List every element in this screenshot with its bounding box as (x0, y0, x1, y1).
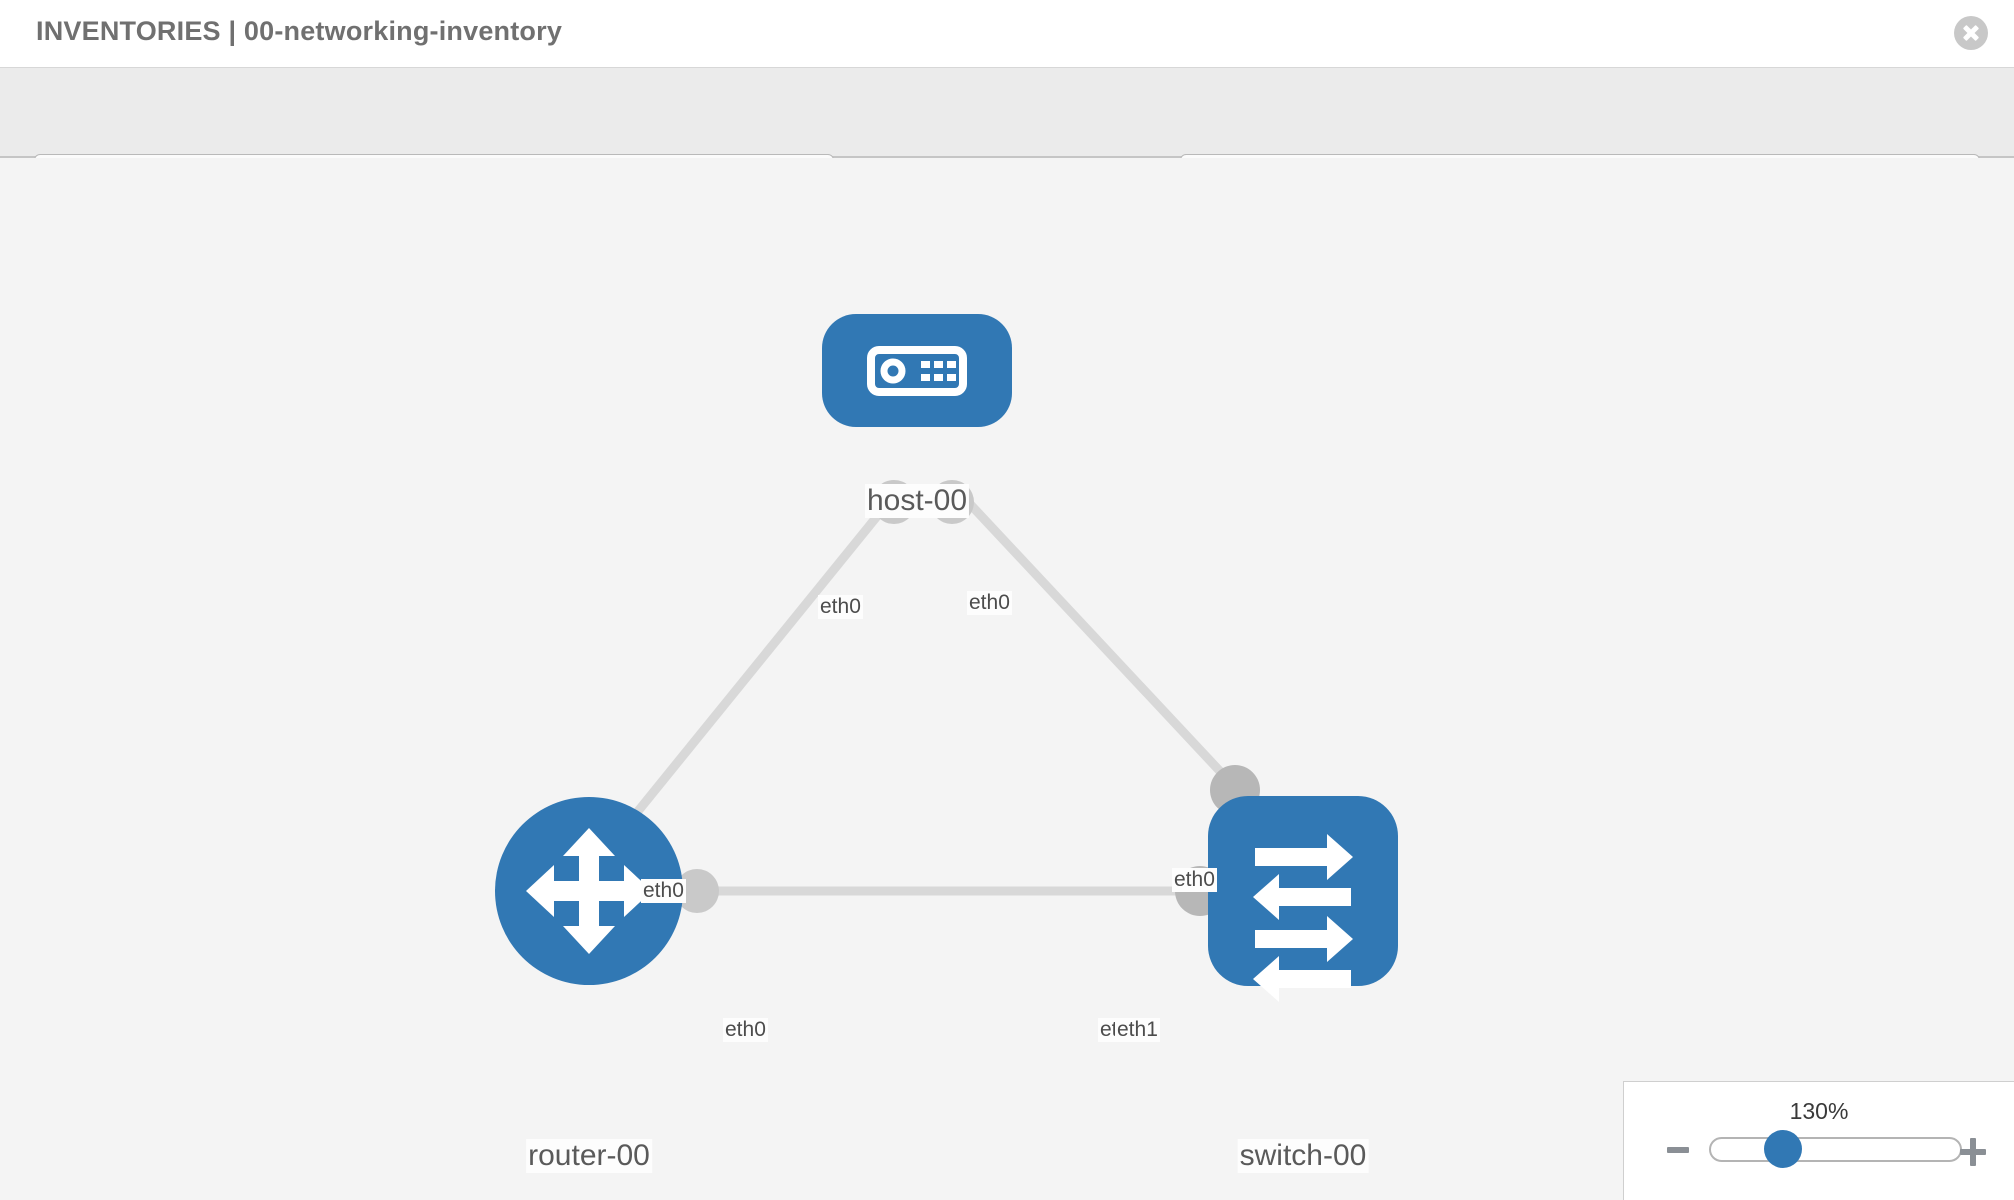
node-label-host-00: host-00 (864, 484, 970, 518)
node-host-00[interactable] (822, 314, 1012, 427)
topology-links (596, 484, 1249, 896)
zoom-slider-track[interactable] (1709, 1137, 1962, 1162)
edge-label-host-router-source: eth0 (818, 595, 863, 619)
zoom-slider-thumb[interactable] (1764, 1130, 1802, 1168)
close-icon[interactable] (1954, 16, 1988, 50)
topology-graph (495, 314, 1398, 1002)
edge-label-router-switch-source: eth0 (723, 1018, 768, 1042)
node-switch-00[interactable] (1208, 796, 1398, 1002)
edge-label-switch-host-target: eth0 (1172, 868, 1217, 892)
server-icon (867, 346, 967, 396)
zoom-out-button[interactable] (1667, 1138, 1689, 1162)
switch-icon (1253, 834, 1353, 1002)
zoom-level-value: 130% (1789, 1098, 1849, 1124)
router-icon (526, 828, 652, 954)
plus-icon-vertical (1970, 1138, 1976, 1166)
node-label-switch-00: switch-00 (1237, 1139, 1369, 1173)
interface-knob-router-right[interactable] (675, 869, 719, 913)
toolbar: ACTIONS SEARCH (0, 68, 2014, 208)
link-host00-router00[interactable] (596, 485, 904, 861)
topology-interface-knobs (675, 480, 1260, 916)
zoom-in-button[interactable] (1960, 1138, 1986, 1166)
edge-label-host-switch-source: eth0 (967, 591, 1012, 615)
zoom-control-panel: 130% (1623, 1081, 2014, 1200)
edge-label-router-host-target: eth0 (641, 879, 686, 903)
node-router-00[interactable] (495, 797, 683, 985)
minus-icon (1667, 1147, 1689, 1153)
edge-label-switch-router-eth1: eth1 (1115, 1018, 1160, 1042)
topology-canvas[interactable]: eth0 eth0 eth0 eth0 eth0 eth0 eth1 host-… (0, 158, 2014, 1200)
node-label-router-00: router-00 (526, 1139, 652, 1173)
node-host-00-shape[interactable] (822, 314, 1012, 427)
link-host00-switch00[interactable] (951, 484, 1249, 802)
page-title: INVENTORIES | 00-networking-inventory (36, 16, 563, 46)
page-header: INVENTORIES | 00-networking-inventory (0, 0, 2014, 68)
